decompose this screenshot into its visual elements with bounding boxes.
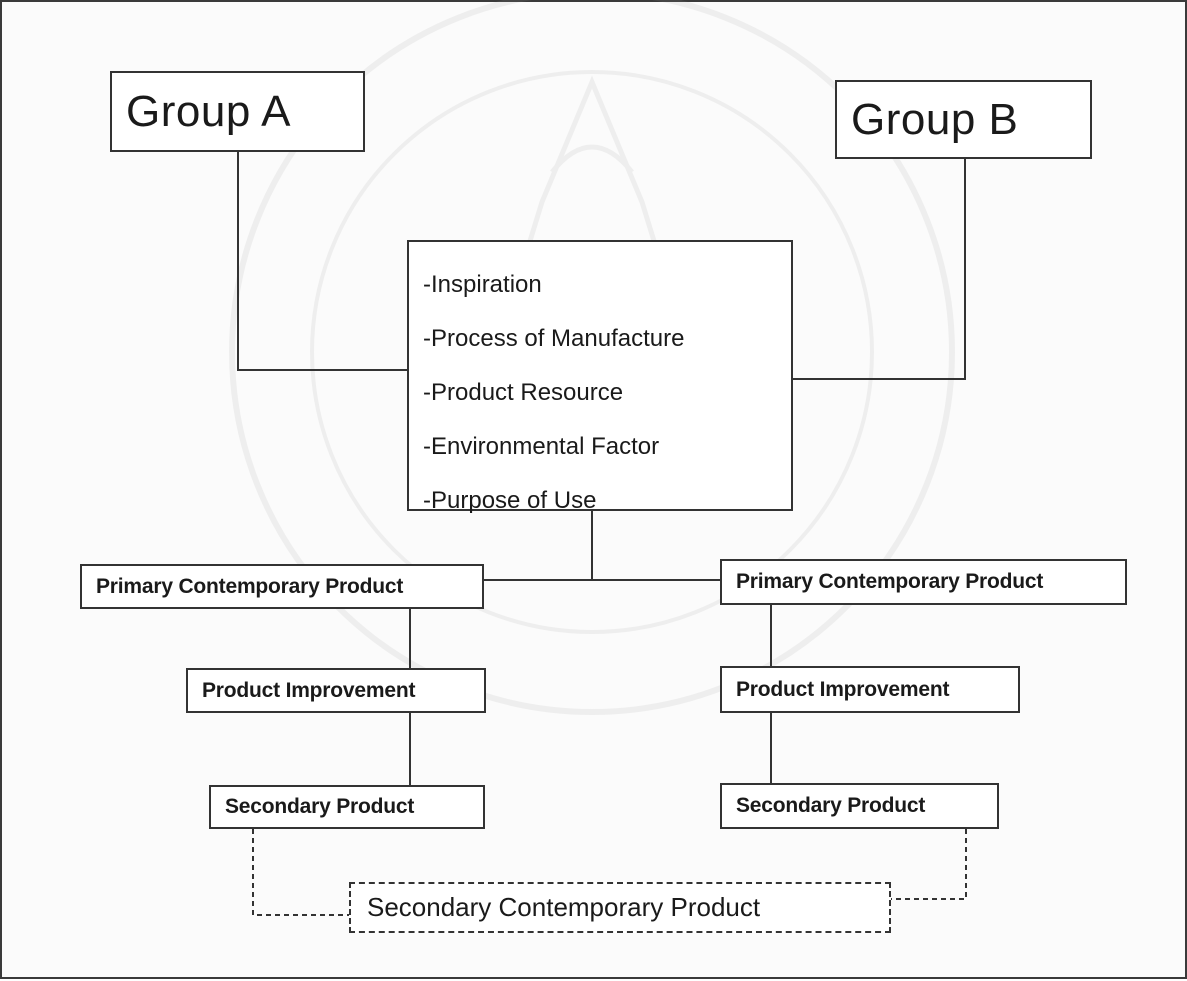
factor-process-of-manufacture: -Process of Manufacture [423, 325, 685, 352]
group-a-box: Group A [110, 71, 365, 152]
secondary-contemporary-product-box: Secondary Contemporary Product [349, 882, 891, 933]
connector-group-a-to-factors [237, 150, 407, 371]
connector-right-secondary-to-final-dashed [891, 829, 967, 900]
left-secondary-product-label: Secondary Product [225, 795, 415, 818]
connector-group-b-to-factors [793, 159, 966, 380]
secondary-contemporary-product-label: Secondary Contemporary Product [367, 892, 761, 922]
left-primary-contemporary-product-box: Primary Contemporary Product [80, 564, 484, 609]
right-product-improvement-label: Product Improvement [736, 677, 950, 701]
left-product-improvement-label: Product Improvement [202, 678, 416, 702]
left-primary-contemporary-product-label: Primary Contemporary Product [96, 574, 404, 598]
factor-environmental-factor: -Environmental Factor [423, 433, 660, 460]
left-product-improvement-box: Product Improvement [186, 668, 486, 713]
factors-box: -Inspiration -Process of Manufacture -Pr… [407, 240, 793, 514]
group-b-label: Group B [851, 94, 1019, 144]
factor-inspiration: -Inspiration [423, 271, 542, 298]
group-a-label: Group A [126, 86, 291, 136]
left-secondary-product-box: Secondary Product [209, 785, 485, 829]
factor-product-resource: -Product Resource [423, 379, 624, 406]
right-secondary-product-box: Secondary Product [720, 783, 999, 829]
right-secondary-product-label: Secondary Product [736, 794, 926, 817]
connector-left-secondary-to-final-dashed [252, 829, 349, 916]
right-primary-contemporary-product-box: Primary Contemporary Product [720, 559, 1127, 605]
right-primary-contemporary-product-label: Primary Contemporary Product [736, 570, 1044, 593]
factor-purpose-of-use: -Purpose of Use [423, 487, 597, 514]
group-b-box: Group B [835, 80, 1092, 159]
right-product-improvement-box: Product Improvement [720, 666, 1020, 713]
